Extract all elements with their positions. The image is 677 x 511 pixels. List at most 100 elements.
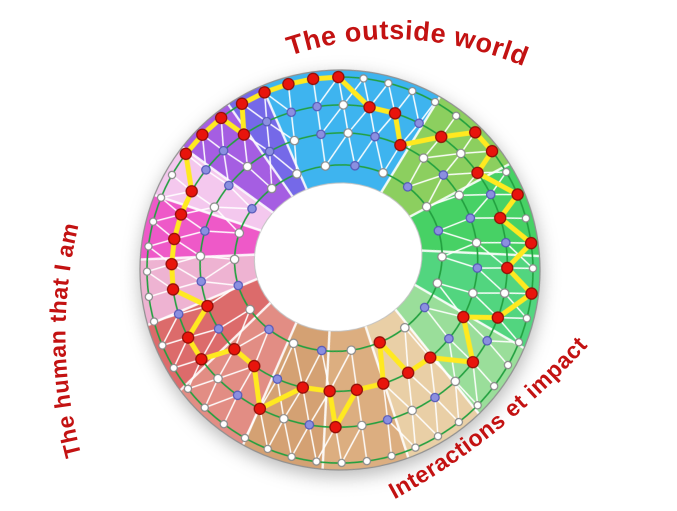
wheel-node[interactable] [450, 376, 461, 387]
wheel-node[interactable] [142, 267, 152, 276]
wheel-node[interactable] [468, 288, 478, 298]
wheel-node[interactable] [263, 444, 272, 454]
wheel-node[interactable] [312, 101, 322, 112]
wheel-node[interactable] [179, 147, 193, 161]
wheel-node[interactable] [237, 128, 251, 141]
wheel-node[interactable] [469, 126, 482, 139]
wheel-node[interactable] [489, 381, 499, 391]
wheel-node[interactable] [430, 97, 440, 107]
wheel-node[interactable] [247, 203, 257, 214]
wheel-node[interactable] [424, 351, 437, 364]
wheel-node[interactable] [377, 377, 390, 390]
wheel-node[interactable] [289, 135, 300, 146]
wheel-node[interactable] [435, 130, 448, 144]
wheel-node[interactable] [174, 208, 188, 221]
wheel-node[interactable] [272, 374, 283, 384]
wheel-node[interactable] [167, 170, 177, 180]
wheel-node[interactable] [218, 145, 229, 156]
wheel-node[interactable] [528, 264, 538, 273]
wheel-node[interactable] [485, 144, 499, 158]
wheel-node[interactable] [323, 384, 336, 398]
wheel-node[interactable] [245, 304, 255, 315]
wheel-node[interactable] [156, 193, 166, 202]
wheel-node[interactable] [394, 138, 407, 152]
wheel-node[interactable] [472, 263, 483, 273]
wheel-node[interactable] [400, 322, 410, 333]
wheel-node[interactable] [169, 363, 178, 373]
wheel-node[interactable] [387, 451, 396, 461]
wheel-node[interactable] [499, 288, 510, 298]
wheel-node[interactable] [485, 189, 496, 200]
wheel-node[interactable] [158, 341, 167, 350]
wheel-node[interactable] [418, 153, 429, 163]
wheel-node[interactable] [228, 342, 241, 356]
wheel-node[interactable] [501, 261, 514, 275]
wheel-node[interactable] [511, 188, 524, 201]
wheel-node[interactable] [148, 217, 158, 226]
wheel-node[interactable] [219, 419, 229, 429]
wheel-node[interactable] [494, 211, 507, 225]
wheel-node[interactable] [454, 417, 464, 427]
wheel-node[interactable] [165, 257, 178, 271]
wheel-node[interactable] [359, 74, 368, 83]
wheel-node[interactable] [370, 131, 380, 142]
wheel-node[interactable] [233, 280, 244, 291]
wheel-node[interactable] [350, 160, 360, 171]
wheel-node[interactable] [287, 452, 296, 462]
wheel-node[interactable] [234, 228, 245, 238]
wheel-node[interactable] [320, 161, 331, 171]
wheel-node[interactable] [279, 413, 289, 424]
wheel-node[interactable] [248, 359, 261, 373]
wheel-node[interactable] [514, 338, 524, 347]
wheel-node[interactable] [264, 146, 275, 157]
wheel-node[interactable] [438, 170, 449, 180]
wheel-node[interactable] [329, 420, 342, 434]
wheel-node[interactable] [183, 384, 193, 394]
wheel-node[interactable] [266, 183, 277, 194]
wheel-node[interactable] [144, 242, 153, 251]
wheel-node[interactable] [384, 78, 393, 88]
wheel-node[interactable] [312, 457, 321, 466]
wheel-node[interactable] [338, 100, 349, 110]
wheel-node[interactable] [350, 383, 364, 397]
wheel-node[interactable] [444, 333, 454, 344]
wheel-node[interactable] [432, 278, 443, 288]
wheel-node[interactable] [173, 309, 184, 319]
wheel-node[interactable] [213, 373, 223, 384]
wheel-node[interactable] [522, 314, 532, 323]
wheel-node[interactable] [357, 420, 367, 431]
wheel-node[interactable] [466, 355, 480, 369]
wheel-node[interactable] [407, 405, 417, 416]
wheel-node[interactable] [196, 128, 209, 141]
wheel-node[interactable] [144, 292, 154, 302]
wheel-node[interactable] [213, 324, 224, 334]
wheel-node[interactable] [166, 283, 180, 296]
wheel-node[interactable] [261, 116, 272, 127]
wheel-node[interactable] [346, 345, 357, 356]
wheel-node[interactable] [363, 101, 376, 114]
wheel-node[interactable] [471, 166, 484, 180]
wheel-node[interactable] [473, 401, 482, 410]
wheel-node[interactable] [149, 317, 159, 326]
wheel-node[interactable] [456, 148, 466, 159]
wheel-node[interactable] [316, 345, 327, 356]
wheel-node[interactable] [332, 70, 345, 84]
wheel-node[interactable] [382, 415, 393, 425]
wheel-node[interactable] [362, 456, 372, 466]
wheel-node[interactable] [200, 226, 210, 236]
wheel-node[interactable] [471, 237, 482, 248]
wheel-node[interactable] [437, 252, 447, 262]
wheel-node[interactable] [521, 214, 531, 223]
wheel-node[interactable] [373, 336, 386, 349]
wheel-node[interactable] [214, 111, 228, 125]
wheel-node[interactable] [195, 353, 208, 366]
wheel-node[interactable] [430, 392, 440, 403]
wheel-node[interactable] [411, 443, 420, 452]
wheel-node[interactable] [195, 251, 206, 261]
wheel-node[interactable] [337, 458, 346, 468]
wheel-node[interactable] [306, 72, 320, 86]
wheel-node[interactable] [253, 402, 267, 416]
wheel-node[interactable] [185, 185, 198, 198]
wheel-node[interactable] [209, 202, 220, 212]
wheel-node[interactable] [451, 111, 461, 121]
